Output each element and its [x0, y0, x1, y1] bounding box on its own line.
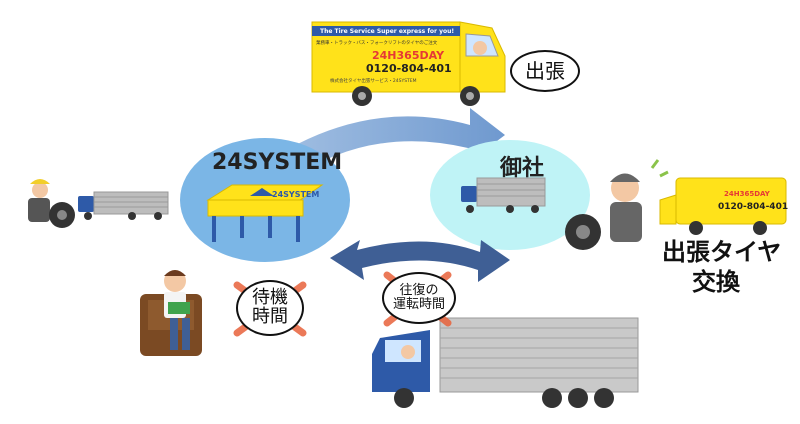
- van-hours: 24H365DAY: [372, 49, 445, 62]
- left-truck-icon: [78, 191, 169, 220]
- ofuku-line2: 運転時間: [392, 297, 445, 312]
- small-van-phone: 0120-804-401: [718, 202, 789, 212]
- taiki-line2: 時間: [252, 306, 288, 327]
- van-fine-print: 株式会社タイヤ出張サービス・24SYSTEM: [330, 79, 417, 84]
- bottom-truck-icon: [372, 317, 639, 408]
- right-service-van-icon: [659, 177, 787, 235]
- reading-person-icon: [140, 270, 202, 356]
- system-label: 24SYSTEM: [212, 150, 343, 175]
- van-phone: 0120-804-401: [366, 62, 452, 75]
- tire-exchange-line2: 交換: [692, 268, 740, 296]
- ofuku-callout: 往復の 運転時間: [382, 272, 456, 324]
- van-subtitle: 業務車・トラック・バス・フォークリフトのタイヤのご注文: [316, 41, 438, 46]
- bidirectional-arrow: [330, 240, 510, 282]
- tire-exchange-line1: 出張タイヤ: [662, 238, 782, 266]
- system-station-icon: [206, 184, 324, 242]
- company-label: 御社: [500, 156, 545, 181]
- taiki-callout: 待機 時間: [236, 280, 304, 336]
- van-banner: The Tire Service Super express for you!: [320, 28, 455, 35]
- left-mechanic-icon: [28, 179, 75, 228]
- system-station-sign: 24SYSTEM: [272, 190, 320, 199]
- top-service-van-icon: [311, 21, 506, 106]
- shucho-text: 出張: [525, 58, 565, 83]
- taiki-line1: 待機: [252, 287, 288, 309]
- right-mechanic-icon: [565, 159, 669, 250]
- ofuku-line1: 往復の: [399, 283, 439, 299]
- small-van-hours: 24H365DAY: [724, 190, 770, 198]
- shucho-callout: 出張: [510, 50, 580, 92]
- company-truck-icon: [461, 177, 546, 213]
